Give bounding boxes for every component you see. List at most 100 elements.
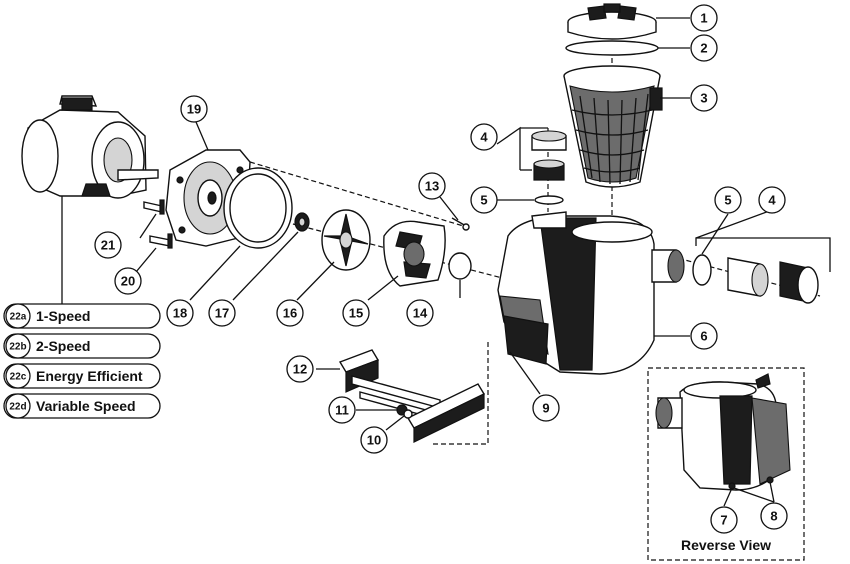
legend-label: Energy Efficient xyxy=(36,368,143,384)
legend-code-circle xyxy=(5,393,31,419)
legend-pill xyxy=(3,393,161,419)
callout-c12: 12 xyxy=(286,355,314,383)
callout-c1: 1 xyxy=(690,4,718,32)
callout-number: 21 xyxy=(101,238,115,253)
union-fitting-side xyxy=(692,254,819,304)
diffuser xyxy=(383,220,446,287)
strainer-basket xyxy=(563,65,663,188)
motor xyxy=(21,95,159,199)
callout-circle xyxy=(470,123,498,151)
callout-circle xyxy=(470,186,498,214)
legend-item-22a: 22a 1-Speed xyxy=(3,303,161,329)
callout-circle xyxy=(532,394,560,422)
legend-item-22c: 22c Energy Efficient xyxy=(3,363,161,389)
callout-c2: 2 xyxy=(690,34,718,62)
legend-code: 22a xyxy=(10,312,27,323)
callout-circle xyxy=(342,299,370,327)
callout-c14: 14 xyxy=(406,299,434,327)
legend-label: 2-Speed xyxy=(36,338,90,354)
callout-number: 2 xyxy=(700,41,707,56)
callout-circle xyxy=(760,502,788,530)
impeller-screw xyxy=(451,217,470,231)
legend-label: Variable Speed xyxy=(36,398,136,414)
callout-number: 11 xyxy=(335,403,349,418)
callout-number: 6 xyxy=(700,329,707,344)
callout-circle xyxy=(360,426,388,454)
callout-c18: 18 xyxy=(166,299,194,327)
callout-number: 10 xyxy=(367,433,381,448)
callout-number: 17 xyxy=(215,306,229,321)
legend-code-circle xyxy=(5,333,31,359)
housing-o-ring xyxy=(223,167,293,249)
callout-number: 9 xyxy=(542,401,549,416)
callout-circle xyxy=(758,186,786,214)
callout-number: 18 xyxy=(173,306,187,321)
callout-c20: 20 xyxy=(114,267,142,295)
pump-housing xyxy=(497,211,685,375)
callout-number: 4 xyxy=(768,193,776,208)
callout-c5b: 5 xyxy=(714,186,742,214)
legend-pill xyxy=(3,333,161,359)
callout-circle xyxy=(714,186,742,214)
callout-circle xyxy=(328,396,356,424)
callout-c15: 15 xyxy=(342,299,370,327)
strainer-cover xyxy=(567,3,657,40)
callout-c13: 13 xyxy=(418,172,446,200)
callout-circle xyxy=(286,355,314,383)
callout-c10: 10 xyxy=(360,426,388,454)
legend-code-circle xyxy=(5,363,31,389)
callout-number: 1 xyxy=(700,11,707,26)
callout-number: 20 xyxy=(121,274,135,289)
callout-number: 8 xyxy=(770,509,777,524)
mounting-base xyxy=(338,349,485,443)
callout-circle xyxy=(180,95,208,123)
callout-c17: 17 xyxy=(208,299,236,327)
callout-c21: 21 xyxy=(94,231,122,259)
callout-c19: 19 xyxy=(180,95,208,123)
callout-circle xyxy=(690,322,718,350)
callout-circle xyxy=(418,172,446,200)
callout-number: 14 xyxy=(413,306,428,321)
callout-number: 5 xyxy=(480,193,487,208)
callout-number: 15 xyxy=(349,306,363,321)
callout-c11: 11 xyxy=(328,396,356,424)
callout-number: 12 xyxy=(293,362,307,377)
diffuser-o-ring xyxy=(448,252,472,280)
callout-c8: 8 xyxy=(760,502,788,530)
callout-c3: 3 xyxy=(690,84,718,112)
callout-number: 16 xyxy=(283,306,297,321)
callout-number: 13 xyxy=(425,179,439,194)
legend-item-22d: 22d Variable Speed xyxy=(3,393,161,419)
callout-circle xyxy=(690,4,718,32)
callout-circle xyxy=(276,299,304,327)
callout-circle xyxy=(710,506,738,534)
callout-circle xyxy=(208,299,236,327)
legend-code: 22d xyxy=(9,402,26,413)
callout-circle xyxy=(406,299,434,327)
legend-code: 22c xyxy=(10,372,27,383)
callout-number: 19 xyxy=(187,102,201,117)
legend-label: 1-Speed xyxy=(36,308,90,324)
legend-pill xyxy=(3,303,161,329)
reverse-view-caption: Reverse View xyxy=(681,537,771,553)
shaft-seal xyxy=(294,212,310,232)
callout-circle xyxy=(94,231,122,259)
callout-circle xyxy=(114,267,142,295)
impeller xyxy=(321,209,371,271)
callout-c6: 6 xyxy=(690,322,718,350)
callout-number: 4 xyxy=(480,130,488,145)
reverse-view-inset: Reverse View xyxy=(647,367,805,561)
callout-c4a: 4 xyxy=(470,123,498,151)
motor-bolts xyxy=(143,199,173,249)
callout-c16: 16 xyxy=(276,299,304,327)
callout-number: 5 xyxy=(724,193,731,208)
cover-o-ring xyxy=(565,40,659,56)
legend-code-circle xyxy=(5,303,31,329)
legend-pill xyxy=(3,363,161,389)
callout-circle xyxy=(690,34,718,62)
callout-number: 7 xyxy=(720,513,727,528)
